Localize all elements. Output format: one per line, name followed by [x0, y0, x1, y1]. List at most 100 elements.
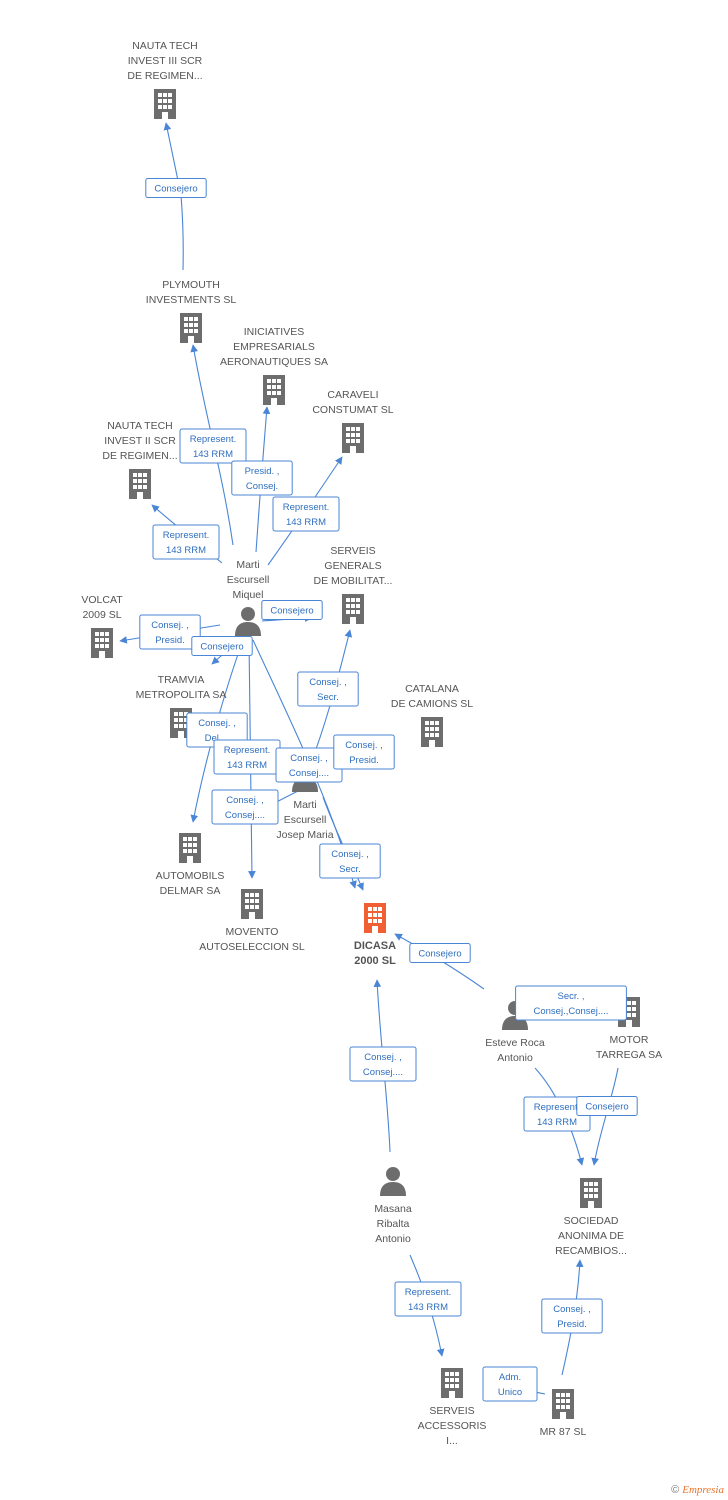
node-label: Escursell [227, 574, 270, 586]
edge-label-miquel-to-volcat[interactable]: Consej. , Presid. [139, 614, 201, 650]
node-label: EMPRESARIALS [233, 341, 315, 353]
edge-label-box [145, 178, 207, 198]
node-label: Antonio [375, 1233, 411, 1245]
edge-label-miquel-to-iniciatives[interactable]: Presid. ,Consej. [231, 460, 293, 496]
edge-label-box [272, 496, 340, 532]
edge-label-text: Represent. [283, 502, 329, 513]
edge-label-josep-to-movento[interactable]: Consej. , Consej.... [211, 789, 279, 825]
edge-label-plymouth-to-nauta3[interactable]: Consejero [145, 178, 207, 198]
building-icon [241, 889, 263, 919]
node-label: AUTOSELECCION SL [199, 941, 305, 953]
edge-label-mr87-to-serveis_acc[interactable]: Adm.Unico [482, 1366, 538, 1402]
edge-label-text: Consej. , [331, 849, 369, 860]
building-icon [180, 313, 202, 343]
node-label: INVESTMENTS SL [146, 294, 237, 306]
edge-label-text: Consej. , [553, 1304, 591, 1315]
person-icon [380, 1167, 406, 1196]
node-label: INICIATIVES [244, 326, 304, 338]
edge-label-box [152, 524, 220, 560]
node-label: 2000 SL [354, 955, 396, 967]
edge-label-miquel-to-plymouth[interactable]: Represent.143 RRM [179, 428, 247, 464]
building-icon [154, 89, 176, 119]
edge-label-box [482, 1366, 538, 1402]
edge-label-text: Secr. , [558, 991, 585, 1002]
edge-label-miquel-to-nauta2[interactable]: Represent.143 RRM [152, 524, 220, 560]
edge-label-text: Consej. , [345, 740, 383, 751]
node-label: DE MOBILITAT... [314, 575, 393, 587]
edge-label-text: Consej. , [151, 620, 189, 631]
edge-label-box [576, 1096, 638, 1116]
building-icon [179, 833, 201, 863]
edge-label-esteve-to-dicasa[interactable]: Consejero [409, 943, 471, 963]
edge-label-motor-to-sociedad[interactable]: Consejero [576, 1096, 638, 1116]
node-label: I... [446, 1435, 458, 1447]
edge-label-josep-to-serveis_gen[interactable]: Consej. ,Secr. [297, 671, 359, 707]
node-label: NAUTA TECH [132, 40, 198, 52]
edge-label-esteve-to-motor[interactable]: Secr. ,Consej.,Consej.... [515, 985, 627, 1021]
edge-label-text: 143 RRM [286, 517, 326, 528]
edge-label-text: Consej. [246, 481, 278, 492]
node-label: SOCIEDAD [564, 1215, 619, 1227]
edge-label-text: Represent. [405, 1287, 451, 1298]
node-label: ACCESSORIS [418, 1420, 487, 1432]
edge-label-mr87-to-sociedad[interactable]: Consej. ,Presid. [541, 1298, 603, 1334]
edge-label-text: Consej.... [225, 810, 265, 821]
node-label: 2009 SL [82, 609, 121, 621]
edge-label-text: Consej. , [309, 677, 347, 688]
edge-label-text: Consejero [200, 642, 243, 653]
node-label: INVEST III SCR [128, 55, 203, 67]
node-label: DICASA [354, 940, 396, 952]
node-label: DELMAR SA [160, 885, 221, 897]
edge-label-miquel-to-serveis_gen[interactable]: Consejero [261, 600, 323, 620]
edge-label-masana-to-serveis_acc[interactable]: Represent.143 RRM [394, 1281, 462, 1317]
edge-label-miquel-to-caraveli[interactable]: Represent. 143 RRM [272, 496, 340, 532]
node-label: Marti [236, 559, 259, 571]
edge-label-box [349, 1046, 417, 1082]
edge-label-miquel-to-dicasa[interactable]: Consej. ,Consej.... [275, 747, 343, 783]
edge-label-miquel-to-tramvia[interactable]: Consejero [191, 636, 253, 656]
edge-label-text: 143 RRM [166, 545, 206, 556]
node-serveis_acc[interactable]: SERVEIS ACCESSORIS I... [418, 1368, 487, 1447]
edge-label-text: 143 RRM [227, 760, 267, 771]
edge-label-miquel-to-movento[interactable]: Represent.143 RRM [213, 739, 281, 775]
node-label: ANONIMA DE [558, 1230, 624, 1242]
node-label: CATALANA [405, 683, 459, 695]
brand-logo[interactable]: Empresia [682, 1484, 724, 1496]
node-dicasa[interactable]: DICASA 2000 SL [354, 903, 396, 967]
node-label: Escursell [284, 814, 327, 826]
edge-label-josep-to-dicasa[interactable]: Consej. ,Secr. [319, 843, 381, 879]
node-label: SERVEIS [429, 1405, 474, 1417]
node-label: SERVEIS [330, 545, 375, 557]
node-label: METROPOLITA SA [136, 689, 227, 701]
edge-label-text: Consejero [270, 606, 313, 617]
edge-label-text: Consej. , [226, 795, 264, 806]
edge-label-box [261, 600, 323, 620]
edge-motor-to-sociedad [591, 1067, 619, 1166]
edge-label-esteve-to-sociedad[interactable]: Represent.143 RRM [523, 1096, 591, 1132]
edge-label-masana-to-dicasa[interactable]: Consej. ,Consej.... [349, 1046, 417, 1082]
edge-label-text: Presid. [349, 755, 379, 766]
edge-label-josep-to-catalana[interactable]: Consej. , Presid. [333, 734, 395, 770]
building-icon [364, 903, 386, 933]
edge-label-text: Presid. [155, 635, 185, 646]
node-mr87[interactable]: MR 87 SL [540, 1389, 587, 1438]
building-icon [342, 594, 364, 624]
copyright-footer: © Empresia [671, 1484, 724, 1496]
